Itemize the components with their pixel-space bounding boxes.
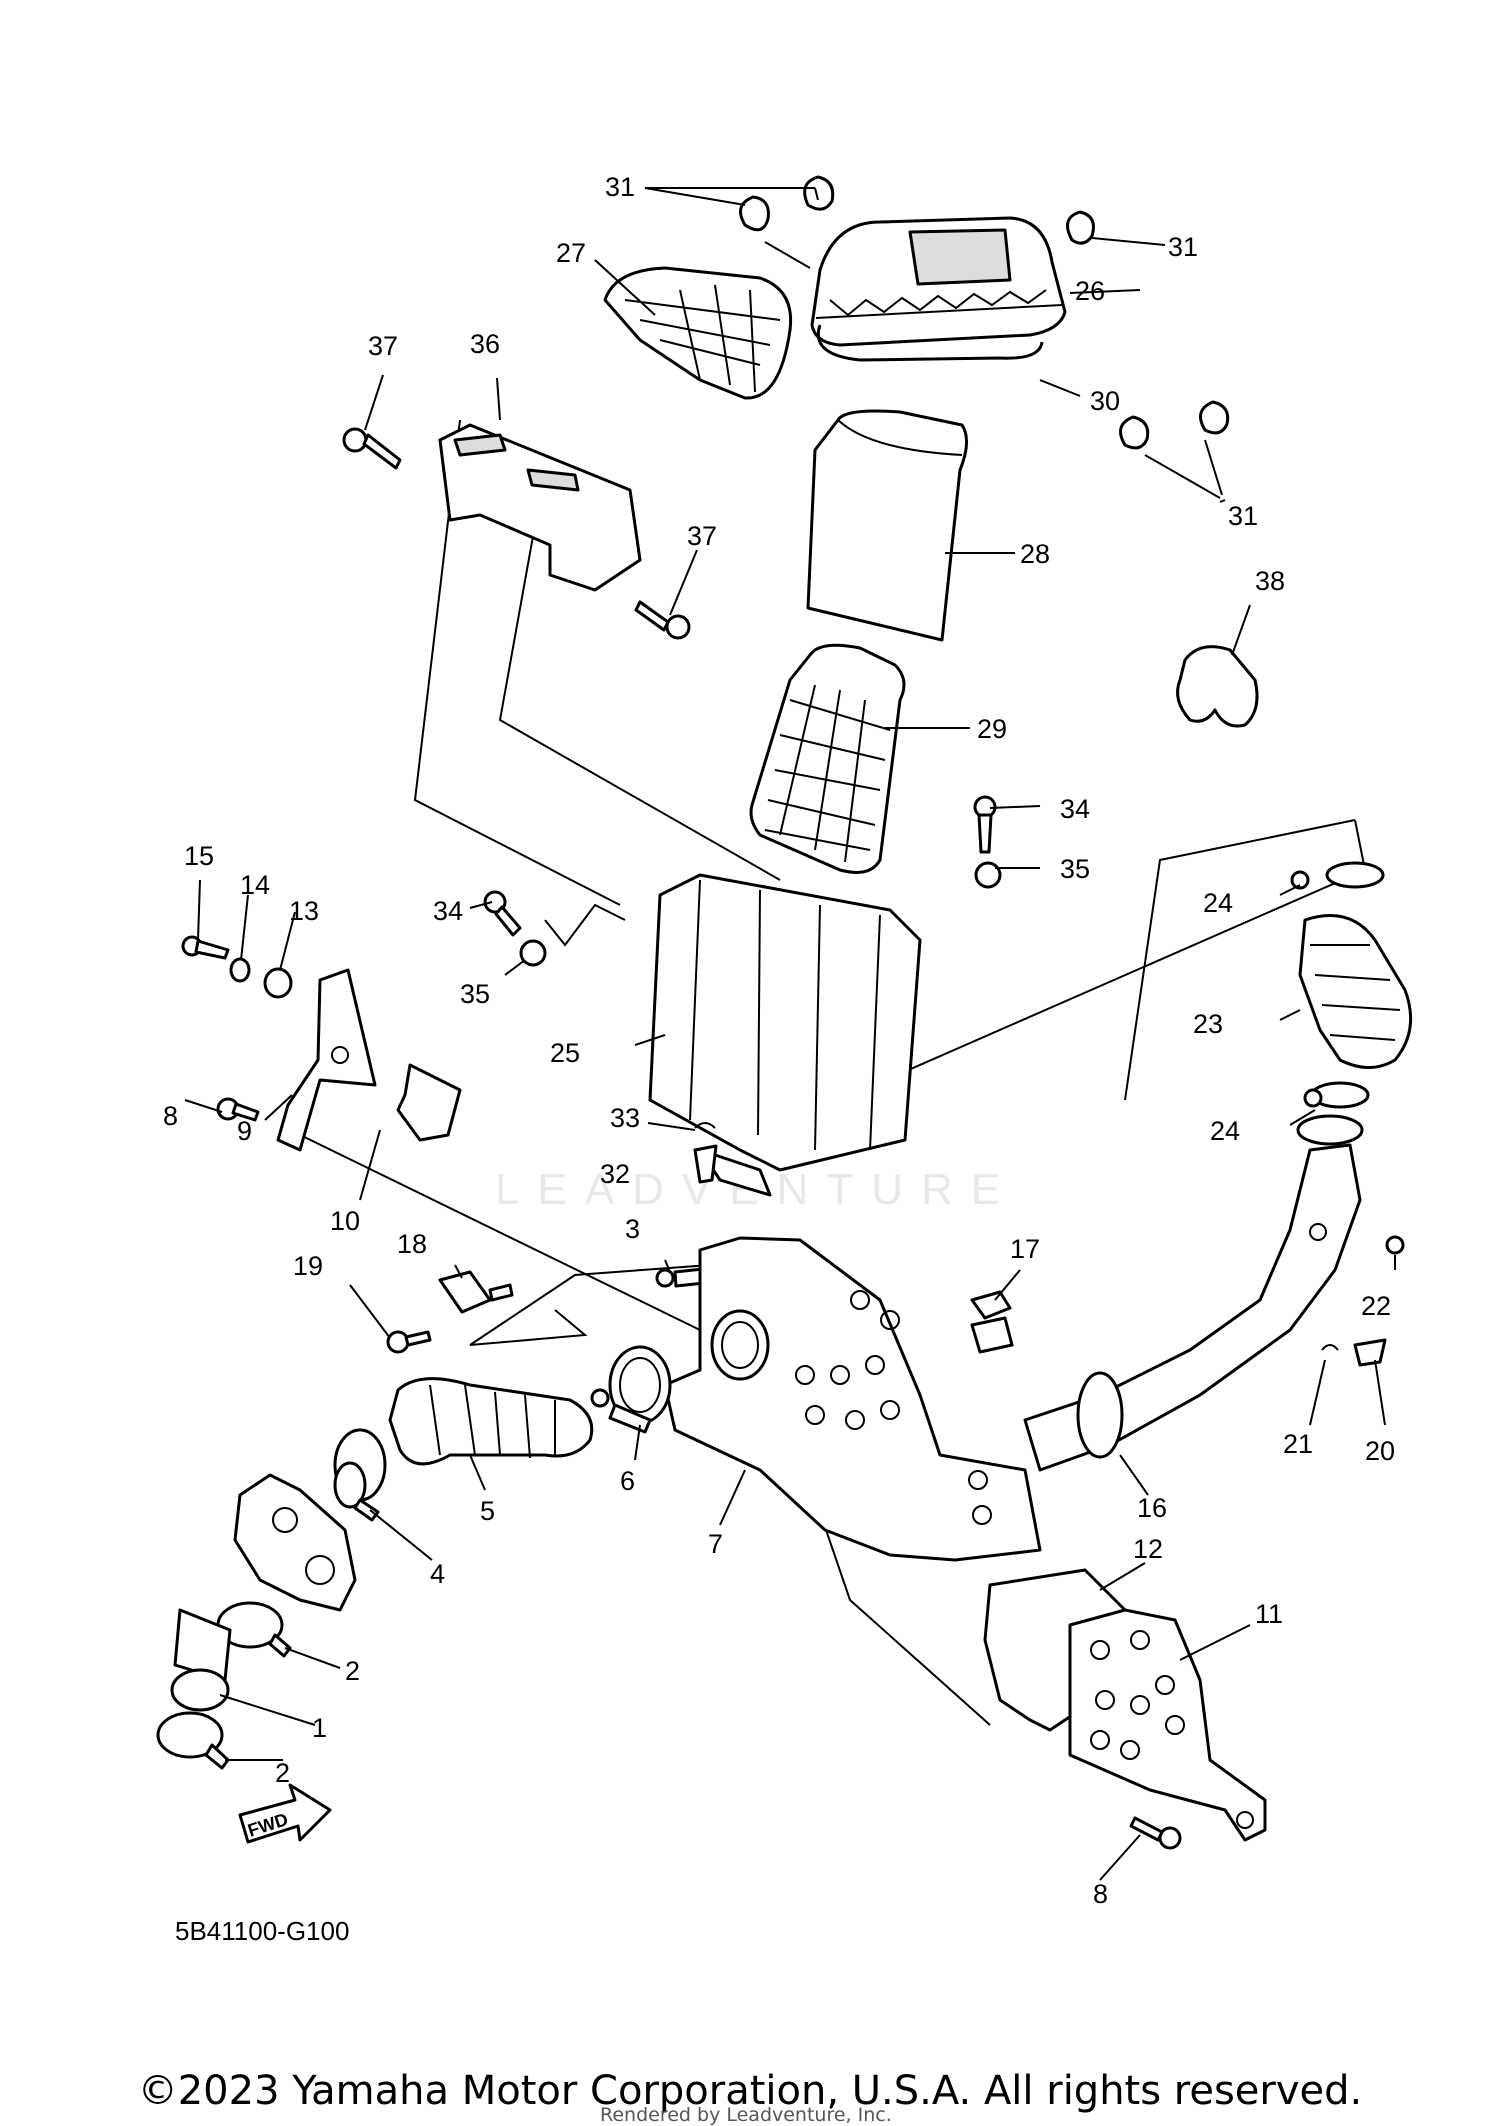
part-28-filter	[806, 409, 968, 642]
part-20-21	[1321, 1338, 1387, 1367]
callout-8: 8	[1093, 1879, 1108, 1909]
part-8-bolts	[216, 1097, 1182, 1850]
part-17-grommet	[970, 1290, 1014, 1354]
fwd-arrow-icon: FWD	[238, 1783, 332, 1844]
callout-14: 14	[240, 870, 270, 900]
part-19-screw	[386, 1330, 432, 1354]
diagram-code: 5B41100-G100	[175, 1916, 350, 1946]
callout-7: 7	[708, 1529, 723, 1559]
part-25-airbox-case	[648, 873, 922, 1197]
parts-32-33	[693, 1122, 718, 1184]
callout-9: 9	[237, 1116, 252, 1146]
callout-26: 26	[1075, 276, 1105, 306]
callout-37: 37	[368, 331, 398, 361]
rendered-by-note: Rendered by Leadventure, Inc.	[600, 2104, 892, 2126]
callout-18: 18	[397, 1229, 427, 1259]
part-6-clamp	[590, 1345, 672, 1434]
callout-19: 19	[293, 1251, 323, 1281]
callout-38: 38	[1255, 566, 1285, 596]
callout-3: 3	[625, 1214, 640, 1244]
part-16-outlet-pipe	[1023, 1114, 1364, 1472]
throttle-body	[233, 1473, 357, 1612]
callout-32: 32	[600, 1159, 630, 1189]
part-9-bracket	[276, 968, 377, 1152]
part-37-bolts	[342, 427, 691, 640]
callout-31: 31	[1228, 501, 1258, 531]
callout-24: 24	[1203, 888, 1233, 918]
callout-21: 21	[1283, 1429, 1313, 1459]
parts-34-35	[483, 795, 1002, 967]
parts-13-14-15	[181, 935, 293, 999]
callout-labels: 31 31 31 27 26 30 37 36 28 37 38 29 34 3…	[163, 172, 1395, 1909]
callout-16: 16	[1137, 1493, 1167, 1523]
part-30-cover-seal	[817, 324, 1044, 362]
part-27-grille	[603, 266, 793, 400]
callout-30: 30	[1090, 386, 1120, 416]
part-38-clamp	[1176, 645, 1259, 728]
callout-11: 11	[1255, 1599, 1283, 1629]
callout-1: 1	[312, 1713, 327, 1743]
part-24-clamps	[1290, 861, 1385, 1109]
callout-10: 10	[330, 1206, 360, 1236]
callout-20: 20	[1365, 1436, 1395, 1466]
part-31-clips	[739, 175, 1230, 450]
callout-35: 35	[1060, 854, 1090, 884]
callout-12: 12	[1133, 1534, 1163, 1564]
callout-2: 2	[275, 1758, 290, 1788]
callout-6: 6	[620, 1466, 635, 1496]
callout-37: 37	[687, 521, 717, 551]
part-10-plate	[396, 1063, 462, 1142]
callout-25: 25	[550, 1038, 580, 1068]
callout-24: 24	[1210, 1116, 1240, 1146]
callout-29: 29	[977, 714, 1007, 744]
callout-4: 4	[430, 1559, 445, 1589]
callout-28: 28	[1020, 539, 1050, 569]
part-7-intake-duct	[663, 1236, 1042, 1562]
callout-31: 31	[605, 172, 635, 202]
parts-1-2	[156, 1601, 292, 1770]
callout-8: 8	[163, 1101, 178, 1131]
part-11-shield	[1068, 1608, 1267, 1842]
callout-23: 23	[1193, 1009, 1223, 1039]
callout-34: 34	[1060, 794, 1090, 824]
callout-17: 17	[1010, 1234, 1040, 1264]
part-26-airbox-cover	[810, 216, 1067, 347]
part-5-joint-hose	[333, 1377, 594, 1502]
callout-27: 27	[556, 238, 586, 268]
copyright-notice: ©2023 Yamaha Motor Corporation, U.S.A. A…	[137, 2068, 1363, 2114]
callout-31: 31	[1168, 232, 1198, 262]
part-4-clamp	[333, 1461, 380, 1522]
callout-35: 35	[460, 979, 490, 1009]
part-29-filter-guide	[749, 643, 906, 874]
callout-33: 33	[610, 1103, 640, 1133]
callout-15: 15	[184, 841, 214, 871]
part-22-bolt	[1385, 1235, 1405, 1255]
callout-13: 13	[289, 896, 319, 926]
part-18-sensor	[438, 1270, 514, 1314]
part-36-bracket	[438, 423, 642, 592]
callout-2: 2	[345, 1656, 360, 1686]
callout-5: 5	[480, 1496, 495, 1526]
part-23-hose	[1298, 914, 1413, 1069]
callout-36: 36	[470, 329, 500, 359]
callout-34: 34	[433, 896, 463, 926]
leader-lines	[184, 187, 1396, 1881]
callout-22: 22	[1361, 1291, 1391, 1321]
part-12-shield	[983, 1568, 1127, 1732]
